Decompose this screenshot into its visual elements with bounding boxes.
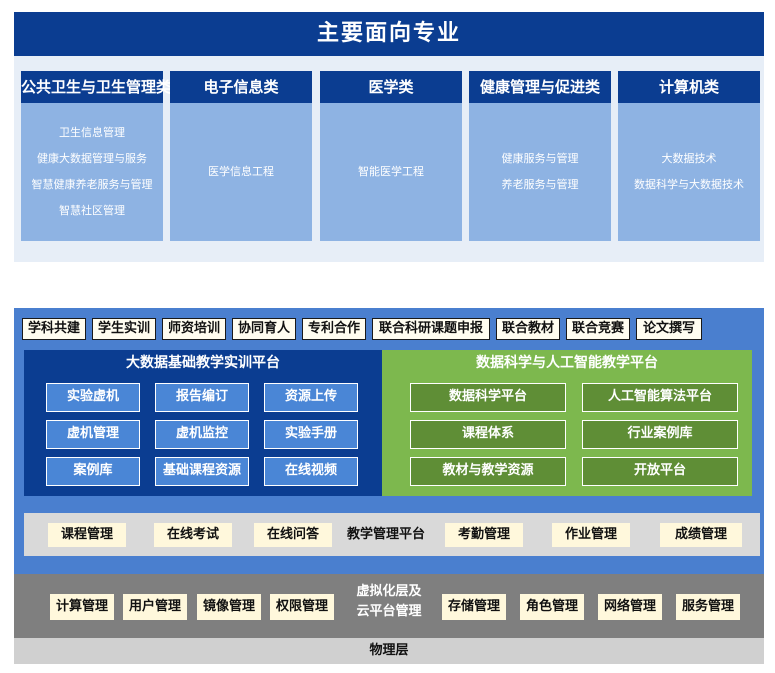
platform-module: 实验手册 xyxy=(264,420,358,449)
platform-module: 数据科学平台 xyxy=(410,383,566,412)
virt-module: 权限管理 xyxy=(270,594,334,620)
virt-title-line: 虚拟化层及 xyxy=(356,584,422,599)
virt-title-line: 云平台管理 xyxy=(356,604,422,619)
major-item: 医学信息工程 xyxy=(208,165,274,178)
major-card-medicine: 医学类 智能医学工程 xyxy=(320,71,462,241)
platform-architecture: 学科共建 学生实训 师资培训 协同育人 专利合作 联合科研课题申报 联合教材 联… xyxy=(14,308,764,664)
virt-module: 镜像管理 xyxy=(197,594,261,620)
bigdata-teaching-platform: 大数据基础教学实训平台 实验虚机 报告编订 资源上传 虚机管理 虚机监控 实验手… xyxy=(24,350,382,496)
virtualization-layer: 计算管理 用户管理 镜像管理 权限管理 虚拟化层及 云平台管理 存储管理 角色管… xyxy=(14,574,764,638)
virt-module: 网络管理 xyxy=(598,594,662,620)
platform-module: 在线视频 xyxy=(264,457,358,486)
major-item: 智能医学工程 xyxy=(358,165,424,178)
cooperation-tag: 联合科研课题申报 xyxy=(372,318,490,340)
virt-module: 计算管理 xyxy=(50,594,114,620)
platform-module: 案例库 xyxy=(46,457,140,486)
major-item: 养老服务与管理 xyxy=(501,178,579,191)
virt-module: 角色管理 xyxy=(520,594,584,620)
platform-module: 人工智能算法平台 xyxy=(582,383,738,412)
major-card-title: 公共卫生与卫生管理类 xyxy=(21,71,171,103)
cooperation-tag: 学科共建 xyxy=(22,318,86,340)
major-item: 智慧健康养老服务与管理 xyxy=(31,178,153,191)
platform-module: 教材与教学资源 xyxy=(410,457,566,486)
platform-module: 虚机管理 xyxy=(46,420,140,449)
major-item: 健康大数据管理与服务 xyxy=(37,152,147,165)
platform-module: 实验虚机 xyxy=(46,383,140,412)
mgmt-module: 考勤管理 xyxy=(445,523,523,547)
mgmt-module: 课程管理 xyxy=(48,523,126,547)
major-card-computer: 计算机类 大数据技术 数据科学与大数据技术 xyxy=(618,71,760,241)
cooperation-tag: 专利合作 xyxy=(302,318,366,340)
majors-title: 主要面向专业 xyxy=(14,12,764,56)
mgmt-module: 作业管理 xyxy=(552,523,630,547)
major-card-electronic-info: 电子信息类 医学信息工程 xyxy=(170,71,312,241)
mgmt-module: 在线问答 xyxy=(254,523,332,547)
major-card-title: 计算机类 xyxy=(618,71,760,103)
cooperation-tag: 协同育人 xyxy=(232,318,296,340)
cooperation-tag: 学生实训 xyxy=(92,318,156,340)
mgmt-module: 成绩管理 xyxy=(660,523,742,547)
virt-layer-title: 虚拟化层及 云平台管理 xyxy=(350,582,428,622)
cooperation-tag: 师资培训 xyxy=(162,318,226,340)
virt-module: 存储管理 xyxy=(442,594,506,620)
major-item: 卫生信息管理 xyxy=(59,126,125,139)
major-item: 健康服务与管理 xyxy=(501,152,579,165)
teaching-management-platform: 课程管理 在线考试 在线问答 教学管理平台 考勤管理 作业管理 成绩管理 xyxy=(24,513,760,556)
teaching-mgmt-title: 教学管理平台 xyxy=(347,527,426,542)
major-item: 智慧社区管理 xyxy=(59,204,125,217)
major-card-public-health: 公共卫生与卫生管理类 卫生信息管理 健康大数据管理与服务 智慧健康养老服务与管理… xyxy=(21,71,171,241)
physical-layer: 物理层 xyxy=(14,638,764,664)
major-card-title: 医学类 xyxy=(320,71,462,103)
platform-module: 资源上传 xyxy=(264,383,358,412)
platform-module: 行业案例库 xyxy=(582,420,738,449)
cooperation-tag: 论文撰写 xyxy=(636,318,702,340)
cooperation-tag: 联合竞赛 xyxy=(566,318,630,340)
platform-module: 报告编订 xyxy=(155,383,249,412)
platform-module: 基础课程资源 xyxy=(155,457,249,486)
virt-module: 服务管理 xyxy=(676,594,740,620)
majors-panel: 主要面向专业 公共卫生与卫生管理类 卫生信息管理 健康大数据管理与服务 智慧健康… xyxy=(14,12,764,262)
major-card-health-mgmt: 健康管理与促进类 健康服务与管理 养老服务与管理 xyxy=(469,71,611,241)
major-item: 数据科学与大数据技术 xyxy=(634,178,744,191)
platform-module: 开放平台 xyxy=(582,457,738,486)
bigdata-platform-title: 大数据基础教学实训平台 xyxy=(126,355,280,371)
major-card-title: 电子信息类 xyxy=(170,71,312,103)
ai-platform-title: 数据科学与人工智能教学平台 xyxy=(476,355,658,371)
ai-teaching-platform: 数据科学与人工智能教学平台 数据科学平台 人工智能算法平台 课程体系 行业案例库… xyxy=(382,350,752,496)
major-card-title: 健康管理与促进类 xyxy=(469,71,611,103)
cooperation-tag: 联合教材 xyxy=(496,318,560,340)
mgmt-module: 在线考试 xyxy=(154,523,232,547)
virt-module: 用户管理 xyxy=(123,594,187,620)
major-item: 大数据技术 xyxy=(661,152,717,165)
platform-module: 课程体系 xyxy=(410,420,566,449)
platform-module: 虚机监控 xyxy=(155,420,249,449)
